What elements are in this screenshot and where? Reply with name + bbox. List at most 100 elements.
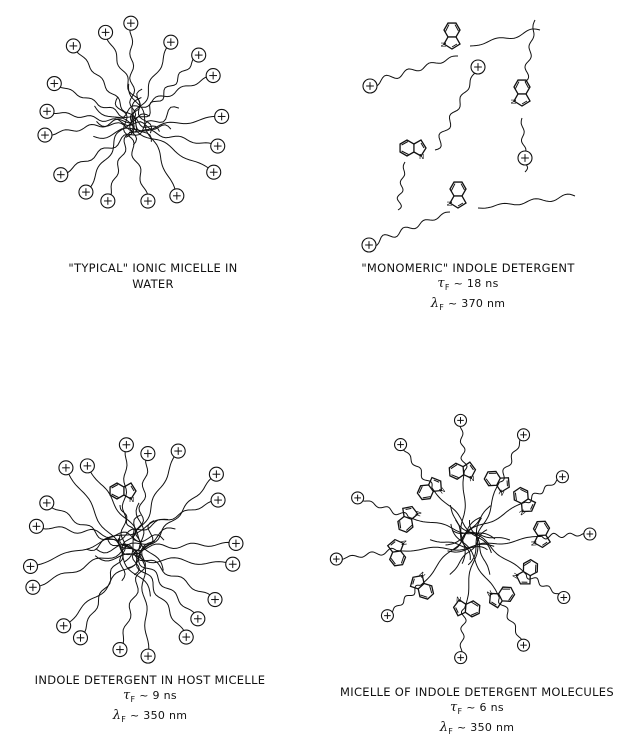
nitrogen-label: N — [414, 510, 423, 518]
charged-head-group — [517, 150, 533, 166]
charged-head-group — [453, 413, 468, 427]
hydrocarbon-tail — [429, 539, 488, 551]
typical-ionic-micelle — [37, 15, 230, 209]
double-bond — [451, 183, 456, 191]
hydrocarbon-tail — [449, 529, 488, 575]
nitrogen-label: N — [439, 42, 447, 47]
indole-ring: N — [513, 486, 537, 517]
indole-ring: N — [399, 139, 427, 161]
nitrogen-label: N — [497, 488, 505, 498]
double-bond — [418, 486, 423, 494]
nitrogen-label: N — [517, 508, 527, 517]
charged-head-group — [583, 527, 597, 541]
pyrrole-ring — [443, 36, 461, 50]
pyrrole-ring — [427, 476, 443, 493]
indole-ring: N — [448, 461, 477, 483]
double-bond — [390, 558, 396, 565]
charged-head-group — [65, 38, 81, 54]
charged-head-group — [22, 558, 39, 574]
double-bond — [420, 594, 428, 598]
hydrocarbon-tail — [36, 525, 165, 543]
double-bond — [454, 24, 459, 32]
double-bond — [401, 150, 409, 155]
hydrocarbon-tail — [524, 19, 536, 83]
charged-head-group — [191, 47, 207, 63]
charged-head-group — [557, 590, 571, 605]
charged-head-group — [207, 591, 223, 608]
charged-head-group — [329, 552, 343, 566]
double-bond — [520, 488, 528, 494]
lambda-indole-micelle: λF ~ 350 nm — [439, 720, 515, 736]
benzene-ring — [513, 79, 531, 95]
hydrocarbon-tail — [336, 547, 397, 560]
hydrocarbon-tail — [114, 75, 214, 119]
hydrocarbon-tail — [80, 514, 141, 639]
indole-ring: N — [109, 482, 137, 504]
nitrogen-label: N — [445, 201, 453, 206]
double-bond — [542, 541, 548, 546]
hydrocarbon-tail — [431, 487, 492, 554]
charged-head-group — [470, 59, 486, 75]
nitrogen-label: N — [469, 475, 475, 483]
hydrocarbon-tail — [400, 444, 433, 488]
double-bond — [401, 141, 409, 146]
caption-typical-line1: "TYPICAL" IONIC MICELLE IN — [68, 261, 238, 275]
hydrocarbon-tail — [369, 211, 451, 247]
charged-head-group — [79, 458, 95, 474]
hydrocarbon-tail — [123, 450, 179, 563]
charged-head-group — [25, 579, 41, 595]
charged-head-group — [555, 470, 569, 484]
double-bond — [514, 492, 517, 501]
charged-head-group — [39, 495, 55, 511]
double-bond — [506, 480, 508, 487]
hydrocarbon-tail — [119, 504, 142, 549]
double-bond — [534, 522, 539, 531]
benzene-ring — [522, 558, 539, 577]
double-bond — [399, 521, 402, 529]
double-bond — [543, 522, 549, 530]
hydrocarbon-tail — [460, 470, 466, 564]
charged-head-group — [78, 184, 94, 200]
charged-head-group — [98, 24, 114, 40]
charged-head-group — [225, 556, 241, 572]
hydrocarbon-tail — [464, 517, 482, 609]
indole-ring: N — [529, 520, 552, 549]
nitrogen-label: N — [129, 496, 134, 504]
nitrogen-label: N — [510, 571, 520, 580]
nitrogen-label: N — [438, 486, 447, 496]
hydrocarbon-tail — [65, 467, 151, 597]
hydrocarbon-tail — [114, 96, 149, 201]
caption-monomeric: "MONOMERIC" INDOLE DETERGENT τF ~ 18 ns … — [318, 260, 618, 316]
nitrogen-label: N — [400, 539, 409, 545]
indole-ring: N — [509, 79, 531, 107]
benzene-ring — [399, 139, 415, 157]
charged-head-group — [46, 75, 62, 92]
double-bond — [523, 561, 531, 566]
hydrocarbon-tail — [107, 88, 143, 202]
hydrocarbon-tail — [53, 83, 160, 132]
caption-host: INDOLE DETERGENT IN HOST MICELLE τF ~ 9 … — [0, 672, 300, 728]
double-bond — [130, 485, 135, 492]
charged-head-group — [454, 651, 468, 665]
charged-head-group — [361, 237, 377, 253]
hydrocarbon-tail — [369, 55, 458, 87]
charged-head-group — [205, 68, 221, 84]
caption-indole-micelle-line1: MICELLE OF INDOLE DETERGENT MOLECULES — [340, 685, 614, 699]
double-bond — [390, 541, 396, 546]
hydrocarbon-tail — [541, 532, 591, 540]
caption-indole-micelle: MICELLE OF INDOLE DETERGENT MOLECULES τF… — [318, 684, 636, 740]
indole-ring: N — [510, 558, 539, 585]
benzene-ring — [483, 470, 502, 487]
hydrocarbon-tail — [420, 516, 481, 586]
hydrocarbon-tail — [46, 110, 172, 131]
double-bond — [471, 601, 479, 607]
benzene-ring — [448, 462, 465, 480]
charged-head-group — [123, 15, 139, 31]
charged-head-group — [170, 443, 186, 459]
charged-head-group — [37, 127, 53, 143]
charged-head-group — [190, 611, 206, 627]
pyrrole-ring — [496, 477, 510, 493]
hydrocarbon-tail — [387, 584, 421, 617]
